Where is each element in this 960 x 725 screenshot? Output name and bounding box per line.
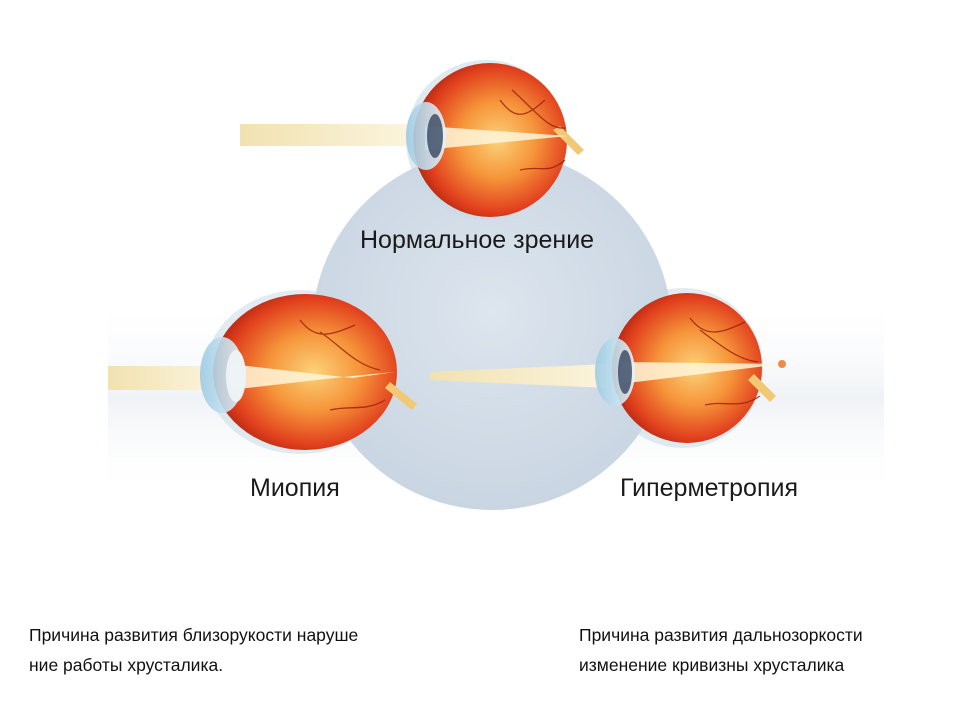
- myopia-eye: [108, 290, 417, 454]
- myopia-light-beam: [108, 366, 218, 390]
- hyperopia-focus-point: [778, 360, 786, 368]
- normal-eye: [240, 60, 584, 220]
- myopia-caption: Причина развития близорукости наруше ние…: [29, 620, 358, 680]
- hyperopia-lens: [618, 350, 632, 394]
- hyperopia-light-beam: [430, 364, 608, 388]
- normal-vision-label: Нормальное зрение: [360, 226, 595, 254]
- normal-optic-nerve: [553, 126, 584, 155]
- hyperopia-caption-line-2: изменение кривизны хрусталика: [579, 655, 845, 675]
- myopia-optic-nerve: [385, 382, 417, 410]
- myopia-caption-line-2: ние работы хрусталика.: [29, 655, 224, 675]
- myopia-eyeball: [213, 294, 397, 450]
- normal-lens: [427, 114, 443, 158]
- hyperopia-eye: [430, 288, 786, 448]
- normal-focus-beam: [425, 126, 568, 150]
- hyperopia-label: Гиперметропия: [620, 474, 799, 502]
- hyperopia-caption-line-1: Причина развития дальнозоркости: [579, 625, 863, 645]
- myopia-caption-line-1: Причина развития близорукости наруше: [29, 625, 359, 645]
- hyperopia-focus-beam: [620, 362, 782, 384]
- hyperopia-caption: Причина развития дальнозоркости изменени…: [579, 620, 863, 680]
- myopia-label: Миопия: [250, 474, 340, 502]
- hyperopia-optic-nerve: [748, 374, 776, 402]
- normal-light-beam: [240, 124, 410, 146]
- myopia-lens: [226, 350, 246, 402]
- myopia-focus-beam: [230, 364, 395, 390]
- background-circle: [312, 150, 672, 510]
